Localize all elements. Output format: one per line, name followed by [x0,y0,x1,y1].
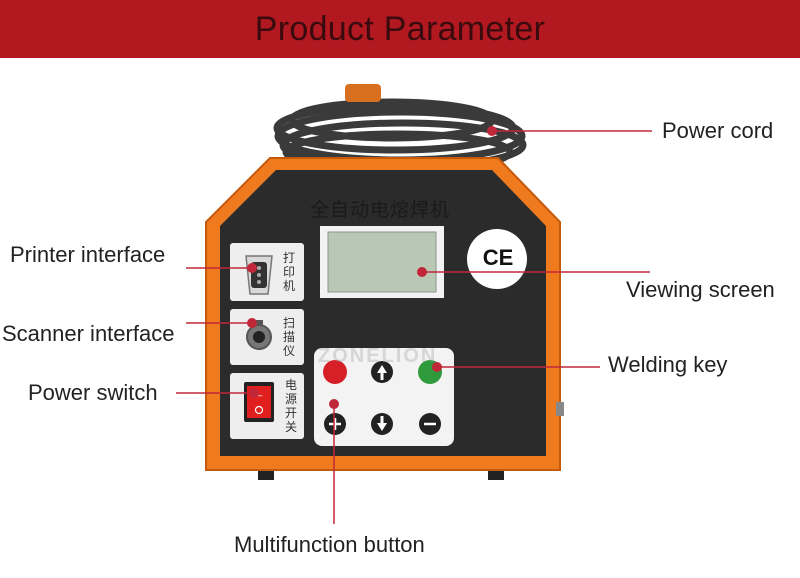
label-printer-interface: Printer interface [10,242,166,267]
printer-panel-label: 打印机 [282,251,295,293]
ce-mark: CE [482,245,514,270]
label-power-cord: Power cord [662,118,774,143]
label-multifunction-button: Multifunction button [234,532,425,557]
label-welding-key: Welding key [608,352,728,377]
viewing-screen [327,231,437,293]
pointer-lines [176,130,652,524]
plug-icon [345,84,381,102]
page-title: Product Parameter [254,10,546,48]
svg-text:—: — [254,391,263,401]
header-banner [0,0,800,58]
label-power-switch: Power switch [28,380,158,405]
red-key-icon [323,360,347,384]
power-panel-label: 电源开关 [284,378,297,434]
watermark: ZONELION [318,345,438,367]
ce-badge [467,229,527,289]
label-viewing-screen: Viewing screen [626,277,775,302]
device-title: 全自动电熔焊机 [309,199,450,221]
scanner-panel-label: 扫描仪 [282,316,295,358]
pointer-dots [247,126,497,409]
label-scanner-interface: Scanner interface [2,321,175,346]
